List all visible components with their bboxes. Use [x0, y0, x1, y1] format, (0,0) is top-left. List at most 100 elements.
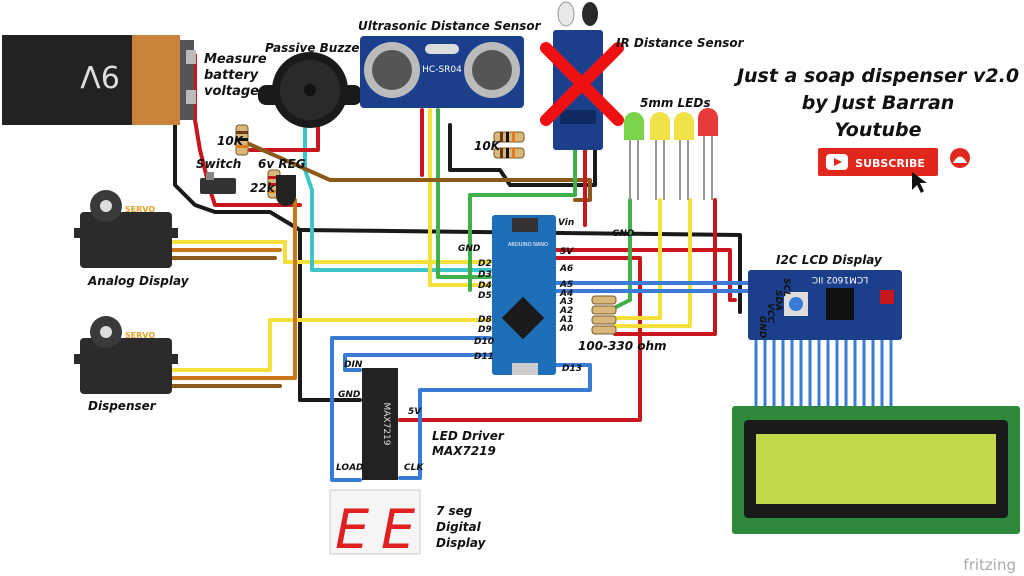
arduino-nano: ARDUINO NANO	[492, 215, 556, 375]
fritzing-watermark: fritzing	[963, 556, 1016, 574]
nano-pin-d2: D2	[478, 259, 492, 269]
label-22k: 22k	[250, 181, 276, 195]
i2c-backpack: LCM1602 IIC	[748, 270, 902, 340]
wire-max-clk	[398, 363, 592, 480]
max-pin-5v: 5V	[408, 407, 422, 417]
nano-pin-d8: D8	[478, 315, 492, 325]
lcd-i2c-pins: GND VCC SDA SCL	[757, 278, 791, 339]
label-leds: 5mm LEDs	[640, 96, 710, 110]
led-array	[624, 108, 718, 200]
title-line-1: Just a soap dispenser v2.0	[733, 65, 1019, 87]
wire-servo2-orange	[170, 198, 297, 380]
label-gnd-top: GND	[612, 229, 635, 239]
nano-pin-a3: A3	[559, 297, 573, 307]
seg-digit-1: E	[335, 498, 370, 561]
title-line-3: Youtube	[835, 119, 922, 141]
wire-5v	[553, 248, 737, 302]
max-pin-gnd: GND	[338, 390, 361, 400]
ultrasonic-sensor: HC-SR04	[360, 36, 524, 108]
nano-pin-d3: D3	[478, 270, 492, 280]
battery-terminal-pos	[186, 50, 196, 64]
label-analog-display: Analog Display	[87, 274, 190, 288]
wire-led-yellow1	[613, 198, 662, 320]
led-resistors	[591, 295, 617, 335]
label-ir-sensor: IR Distance Sensor	[616, 36, 745, 50]
wire-led-red	[613, 198, 717, 336]
battery-terminal-neg	[186, 90, 196, 104]
passive-buzzer	[258, 52, 362, 128]
nano-pin-d13: D13	[562, 364, 582, 374]
label-resistors-ohm: 100-330 ohm	[578, 339, 667, 353]
nano-pin-d11: D11	[474, 352, 494, 362]
wire-gnd-ir	[448, 123, 597, 187]
servo1-brand: SERVO	[125, 205, 155, 214]
led-yellow-2	[674, 112, 694, 200]
lcd-16x2	[732, 406, 1020, 534]
wire-max-load	[343, 353, 492, 372]
seven-segment-display: E E	[329, 489, 421, 561]
wire-buzzer-cyan	[303, 118, 492, 272]
nano-pin-d4: D4	[478, 281, 492, 291]
max-pin-load: LOAD	[336, 463, 364, 473]
wire-us-green	[436, 108, 492, 279]
led-yellow-1	[650, 112, 670, 200]
label-7seg-2: Digital	[436, 520, 482, 534]
bell-icon[interactable]	[950, 148, 970, 168]
servo-dispenser: SERVO	[74, 316, 178, 394]
battery-9v: 9V	[2, 35, 196, 125]
nano-pin-labels-right: Vin 5V A6 A5 A4 A3 A2 A1 A0 D13	[558, 218, 582, 374]
battery-body-black	[2, 35, 132, 125]
battery-body-copper	[132, 35, 180, 125]
max7219-chip: MAX7219	[362, 368, 398, 480]
wire-servo1-yellow	[170, 240, 492, 264]
lcd-ribbon	[754, 340, 893, 406]
label-7seg-1: 7 seg	[436, 504, 473, 518]
label-6v-reg: 6v REG	[258, 157, 306, 171]
nano-pin-a2: A2	[559, 306, 573, 316]
wire-led-green	[608, 198, 632, 312]
wire-gnd-nano	[298, 228, 742, 314]
label-ultrasonic: Ultrasonic Distance Sensor	[358, 19, 542, 33]
slide-switch	[200, 172, 236, 194]
title-block: Just a soap dispenser v2.0 by Just Barra…	[733, 65, 1019, 141]
wire-servo2-yellow	[170, 318, 492, 372]
nano-pin-a1: A1	[559, 315, 573, 325]
nano-pin-5v: 5V	[560, 247, 574, 257]
cursor-icon	[912, 172, 927, 193]
nano-pin-gnd-left: GND	[458, 244, 481, 254]
wire-buzzer-red	[248, 118, 320, 152]
subscribe-button[interactable]: SUBSCRIBE	[818, 148, 938, 176]
max-chip-label: MAX7219	[381, 403, 391, 446]
nano-brand: ARDUINO NANO	[508, 242, 548, 248]
lcd-model-label: LCM1602 IIC	[812, 274, 868, 284]
seg-digit-2: E	[381, 498, 416, 561]
nano-pin-a5: A5	[559, 280, 573, 290]
subscribe-label: SUBSCRIBE	[855, 157, 925, 170]
nano-pin-d5: D5	[478, 291, 492, 301]
nano-pin-d9: D9	[478, 325, 492, 335]
led-red	[698, 108, 718, 200]
nano-pin-a0: A0	[559, 324, 573, 334]
max-pin-din: DIN	[344, 360, 363, 370]
battery-caption-1: Measure	[204, 52, 267, 67]
ir-disabled-cross-icon	[540, 42, 624, 126]
voltage-regulator	[276, 175, 296, 206]
wires	[170, 53, 893, 482]
label-dispenser: Dispenser	[88, 399, 157, 413]
servo2-brand: SERVO	[125, 331, 155, 340]
wire-5v-max	[398, 256, 642, 422]
label-buzzer: Passive Buzzer	[265, 41, 366, 55]
label-10k-1: 10K	[217, 134, 245, 148]
wire-max-din	[330, 336, 492, 482]
label-led-driver-1: LED Driver	[432, 429, 505, 443]
label-led-driver-2: MAX7219	[432, 444, 496, 458]
lcd-pin-gnd: GND	[757, 316, 767, 339]
resistor-10k-us	[493, 131, 525, 159]
ultrasonic-model: HC-SR04	[422, 65, 462, 75]
lcd-pin-vcc: VCC	[765, 303, 775, 324]
nano-pin-a6: A6	[559, 264, 573, 274]
label-7seg-3: Display	[436, 536, 487, 550]
lcd-pin-scl: SCL	[781, 278, 791, 297]
max-pin-clk: CLK	[404, 463, 424, 473]
